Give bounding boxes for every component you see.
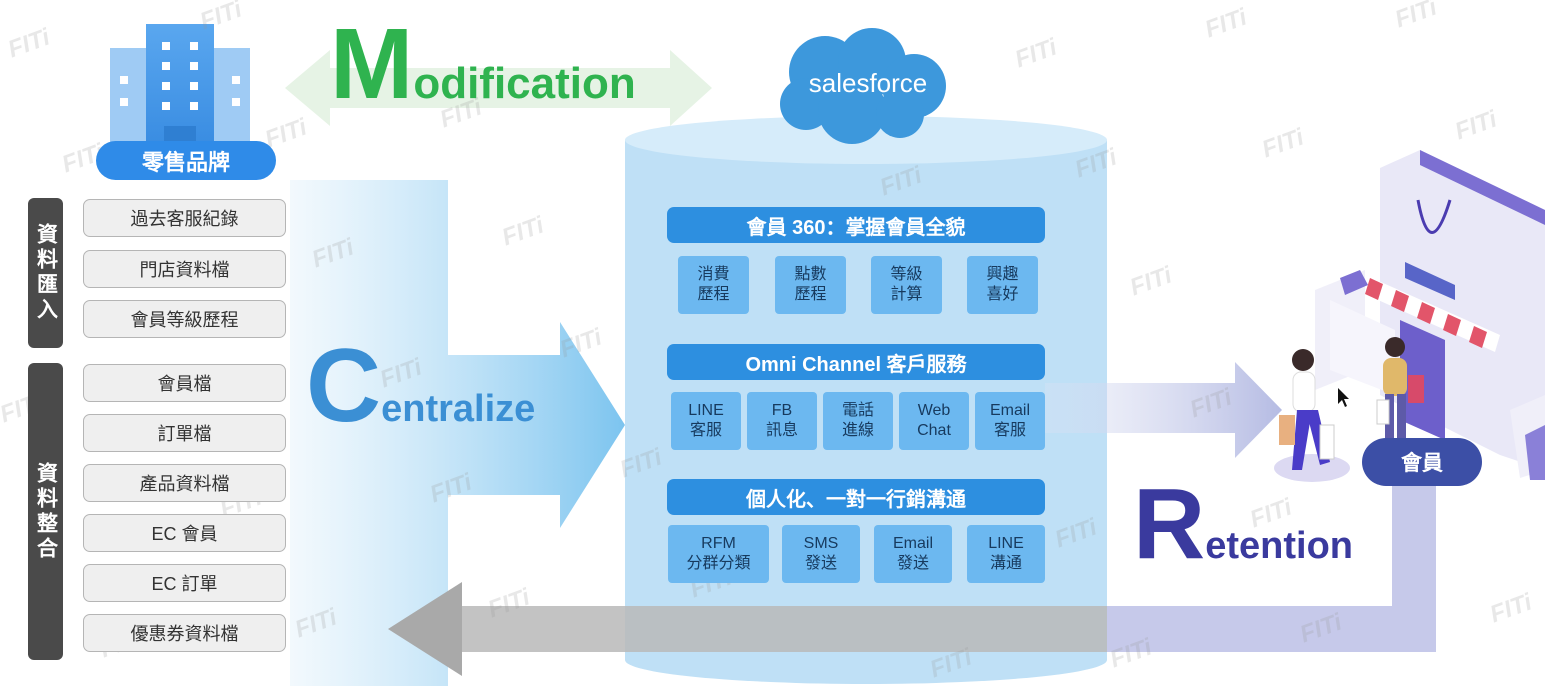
centralize-arrow [290,180,625,686]
member-label: 會員 [1362,438,1482,486]
group-label-import: 資料匯入 [28,198,63,348]
modification-arrow [285,50,712,126]
feature-chip: 點數歷程 [775,256,846,314]
source-item: 產品資料檔 [83,464,286,502]
source-item: EC 會員 [83,514,286,552]
feature-chip: 電話進線 [823,392,893,450]
return-arrow [388,480,1436,676]
source-item: 訂單檔 [83,414,286,452]
salesforce-logo-text: salesforce [808,68,928,98]
section-header-omni-channel: Omni Channel 客戶服務 [667,344,1045,380]
modification-initial: M [330,8,414,120]
modification-rest: odification [413,59,636,108]
shopper-icon [1274,337,1424,482]
source-item: 會員檔 [83,364,286,402]
feature-chip: 等級計算 [871,256,942,314]
feature-chip: 興趣喜好 [967,256,1038,314]
centralize-title: Centralize [306,334,535,438]
feature-chip: 消費歷程 [678,256,749,314]
cursor-icon [1338,388,1349,407]
source-item: EC 訂單 [83,564,286,602]
retention-title: Retention [1133,474,1353,574]
centralize-rest: entralize [381,388,536,430]
source-item: 優惠券資料檔 [83,614,286,652]
building-icon [110,24,250,142]
retention-arrow [1045,362,1282,458]
centralize-initial: C [306,328,382,444]
section-header-personalized: 個人化、一對一行銷溝通 [667,479,1045,515]
retail-brand-label: 零售品牌 [96,141,276,180]
retention-rest: etention [1205,525,1353,567]
source-item: 門店資料檔 [83,250,286,288]
source-item: 會員等級歷程 [83,300,286,338]
section-header-member-360: 會員 360：掌握會員全貌 [667,207,1045,243]
group-label-integration: 資料整合 [28,363,63,660]
retention-initial: R [1133,468,1206,580]
source-item: 過去客服紀錄 [83,199,286,237]
cloud-icon [780,28,946,144]
shop-bag-icon [1315,150,1545,480]
modification-title: Modification [330,14,636,114]
